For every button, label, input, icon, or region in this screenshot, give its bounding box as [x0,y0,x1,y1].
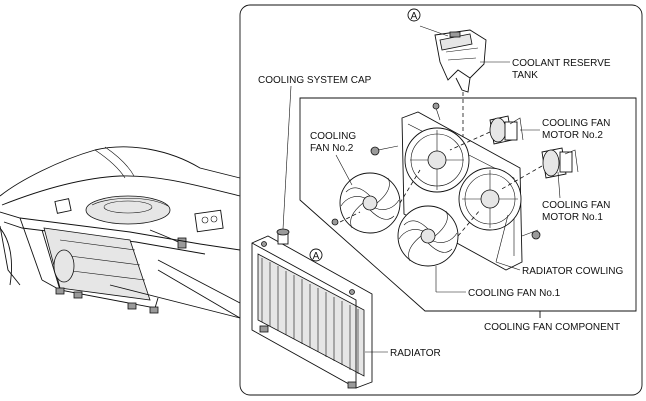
label-cooling-fan-no1: COOLING FAN No.1 [468,288,561,299]
label-cooling-fan-motor-no1: COOLING FAN MOTOR No.1 [542,200,610,223]
label-coolant-reserve-tank: COOLANT RESERVE TANK [512,58,611,81]
vehicle-engine-bay-illustration [0,146,241,314]
svg-text:A: A [313,251,320,262]
svg-text:COOLING: COOLING [310,131,356,142]
label-cooling-fan-motor-no2: COOLING FAN MOTOR No.2 [542,118,610,141]
label-cooling-fan-component: COOLING FAN COMPONENT [484,322,620,333]
label-radiator: RADIATOR [390,348,441,359]
cooling-fan-no2 [339,172,401,234]
cooling-fan-motor-no1 [541,147,579,179]
svg-text:FAN No.2: FAN No.2 [310,143,354,154]
cooling-fan-motor-no2 [489,115,524,145]
cooling-fan-no1 [397,205,459,267]
detail-frame [239,4,643,396]
svg-text:COOLING FAN: COOLING FAN [542,200,610,211]
cooling-fan-component-bracket [299,97,637,312]
leader-lines [282,61,561,353]
label-radiator-cowling: RADIATOR COWLING [522,266,624,277]
svg-text:MOTOR No.1: MOTOR No.1 [542,212,603,223]
svg-text:MOTOR No.2: MOTOR No.2 [542,130,603,141]
label-cooling-system-cap: COOLING SYSTEM CAP [258,75,372,86]
reference-mark-a-radiator: A [309,248,323,262]
svg-text:COOLING FAN: COOLING FAN [542,118,610,129]
svg-text:COOLANT RESERVE: COOLANT RESERVE [512,58,611,69]
coolant-reserve-tank [434,29,487,93]
reference-mark-a-top: A [407,8,421,22]
radiator-cowling [401,111,523,271]
svg-text:TANK: TANK [512,70,538,81]
cowling-bolts [331,102,541,240]
svg-text:A: A [411,11,418,22]
radiator [251,228,373,389]
label-cooling-fan-no2: COOLING FAN No.2 [310,131,356,154]
detail-callout-wedge [109,259,241,319]
